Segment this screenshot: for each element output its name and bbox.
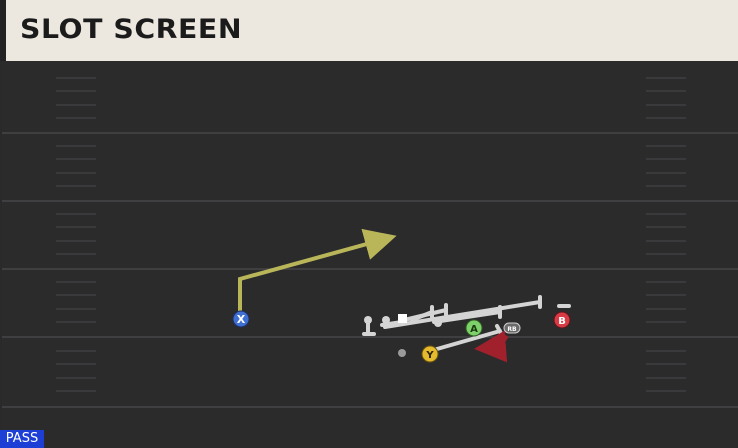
center-marker [398, 314, 407, 323]
rb-route [474, 330, 509, 363]
play-title: SLOT SCREEN [20, 14, 243, 45]
play-diagram: X A Y B RB [2, 77, 738, 408]
hash-marks-right [646, 77, 686, 392]
yard-lines [2, 132, 738, 408]
player-x-label: X [237, 313, 246, 326]
x-route [238, 228, 397, 316]
quarterback-marker [398, 349, 406, 357]
player-rb-label: RB [507, 326, 517, 333]
play-field: X A Y B RB [2, 61, 738, 448]
lineman-marker [382, 316, 390, 324]
player-x[interactable]: X [232, 310, 250, 328]
play-type-badge: PASS [0, 430, 44, 448]
player-b[interactable]: B [553, 311, 571, 329]
title-accent-bar [0, 0, 6, 61]
lineman-marker [434, 319, 442, 327]
player-a-label: A [470, 324, 478, 335]
player-a[interactable]: A [465, 319, 483, 337]
hash-marks-left [56, 77, 96, 392]
player-b-label: B [558, 316, 566, 327]
player-rb[interactable]: RB [503, 322, 521, 334]
blocking-assignments [362, 295, 571, 353]
lineman-marker [364, 316, 372, 324]
play-title-bar: SLOT SCREEN [0, 0, 738, 61]
player-y-label: Y [425, 350, 434, 361]
player-y[interactable]: Y [421, 345, 439, 363]
